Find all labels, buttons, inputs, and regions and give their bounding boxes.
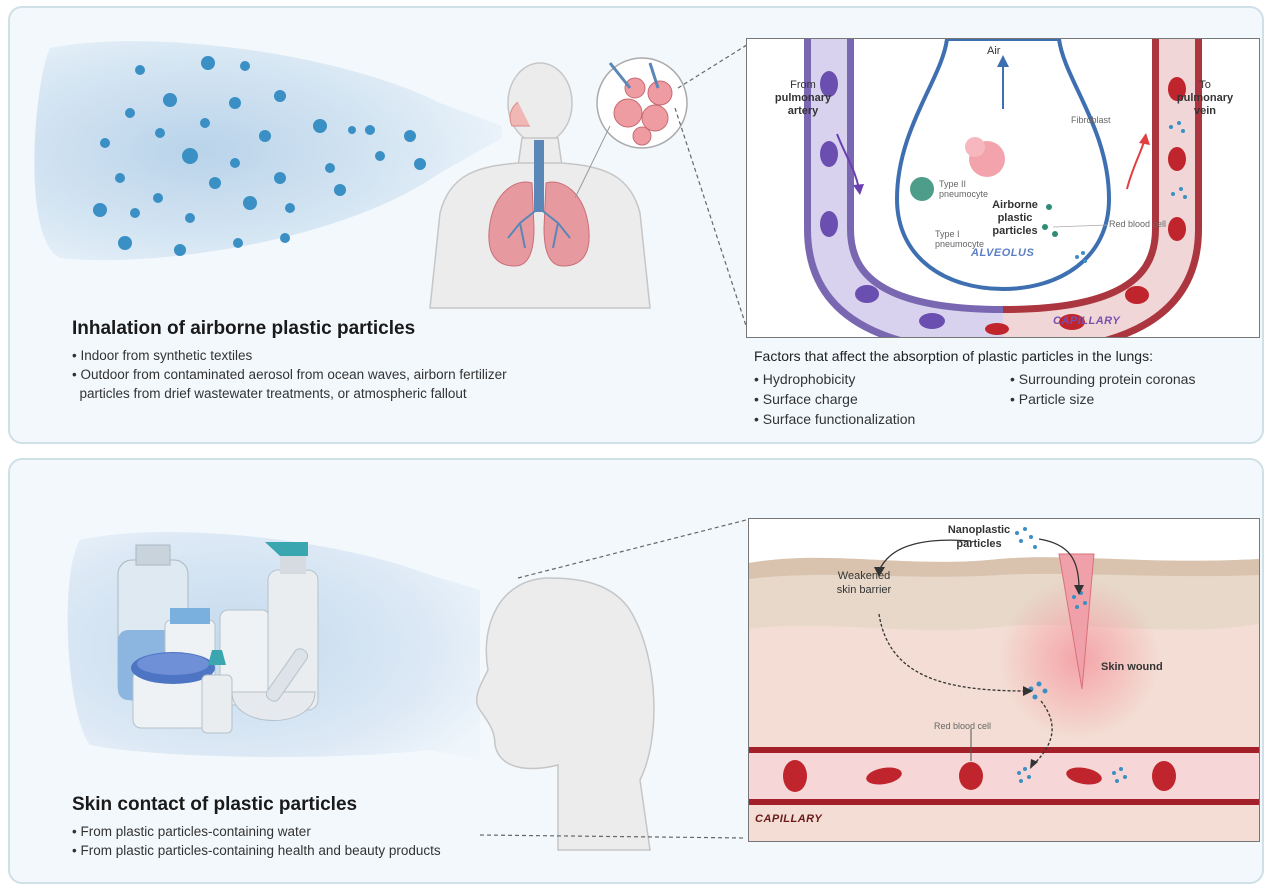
label-type1: Type I pneumocyte (935, 229, 984, 249)
bullet-outdoor: • Outdoor from contaminated aerosol from… (72, 365, 507, 384)
label-red-blood-cell: Red blood cell (1109, 219, 1166, 229)
factors-right: • Surrounding protein coronas • Particle… (1010, 369, 1195, 409)
label-fibroblast: Fibroblast (1071, 115, 1111, 125)
label-weakened-barrier: Weakened skin barrier (819, 569, 909, 597)
factors-title: Factors that affect the absorption of pl… (754, 348, 1153, 364)
particle-cloud (34, 41, 502, 260)
factor-surface-charge: • Surface charge (754, 389, 915, 409)
skin-title: Skin contact of plastic particles (72, 794, 357, 816)
bullet-outdoor-cont: particles from drief wastewater treatmen… (72, 384, 507, 403)
skin-illustration (10, 460, 750, 880)
skin-bullets: • From plastic particles-containing wate… (72, 822, 441, 860)
label-skin-wound: Skin wound (1101, 661, 1163, 674)
factor-hydrophobicity: • Hydrophobicity (754, 369, 915, 389)
bullet-beauty-products: • From plastic particles-containing heal… (72, 841, 441, 860)
label-capillary: CAPILLARY (755, 813, 822, 825)
label-capillary: CAPILLARY (1053, 315, 1120, 327)
factor-particle-size: • Particle size (1010, 389, 1195, 409)
inhalation-bullets: • Indoor from synthetic textiles • Outdo… (72, 346, 507, 403)
human-head (477, 578, 654, 850)
skin-drawing (749, 519, 1259, 841)
label-airborne-particles: Airborne plastic particles (985, 199, 1045, 238)
skin-contact-panel: Skin contact of plastic particles • From… (8, 458, 1264, 884)
trachea (534, 140, 544, 212)
inhalation-panel: Inhalation of airborne plastic particles… (8, 6, 1264, 444)
label-from-artery: From pulmonary artery (763, 79, 843, 118)
bullet-water: • From plastic particles-containing wate… (72, 822, 441, 841)
label-alveolus: ALVEOLUS (971, 247, 1034, 259)
inhalation-title: Inhalation of airborne plastic particles (72, 318, 415, 340)
bullet-indoor: • Indoor from synthetic textiles (72, 346, 507, 365)
alveolus-diagram: Air From pulmonary artery To pulmonary v… (746, 38, 1260, 338)
label-nanoplastic-particles: Nanoplastic particles (929, 523, 1029, 551)
label-to-vein: To pulmonary vein (1165, 79, 1245, 118)
label-air: Air (987, 45, 1000, 58)
skin-diagram: Nanoplastic particles Weakened skin barr… (748, 518, 1260, 842)
factor-surface-functionalization: • Surface functionalization (754, 409, 915, 429)
label-type2: Type II pneumocyte (939, 179, 988, 199)
factor-protein-coronas: • Surrounding protein coronas (1010, 369, 1195, 389)
factors-left: • Hydrophobicity • Surface charge • Surf… (754, 369, 915, 429)
label-red-blood-cell: Red blood cell (934, 721, 991, 731)
